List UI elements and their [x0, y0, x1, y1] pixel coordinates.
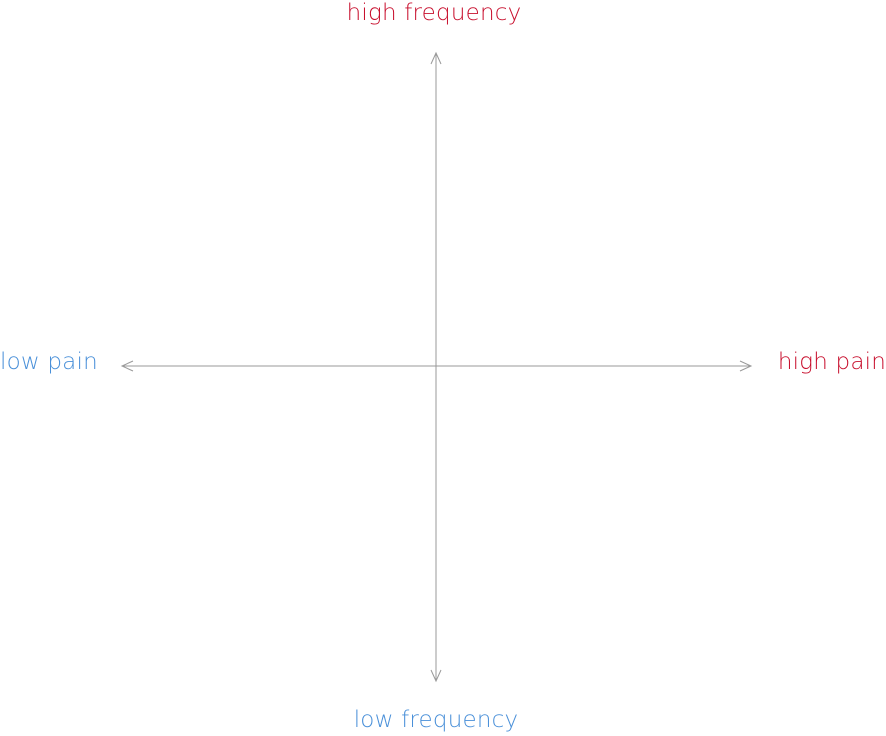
label-low-pain: low pain	[0, 349, 98, 375]
vertical-axis-arrow-up	[430, 51, 442, 65]
label-high-pain: high pain	[777, 349, 886, 375]
label-low-frequency: low frequency	[353, 707, 519, 733]
horizontal-axis	[120, 360, 753, 372]
horizontal-axis-arrow-right	[739, 360, 753, 372]
horizontal-axis-arrow-left	[120, 360, 134, 372]
label-high-frequency: high frequency	[346, 0, 522, 26]
vertical-axis	[430, 51, 442, 683]
vertical-axis-arrow-down	[430, 669, 442, 683]
